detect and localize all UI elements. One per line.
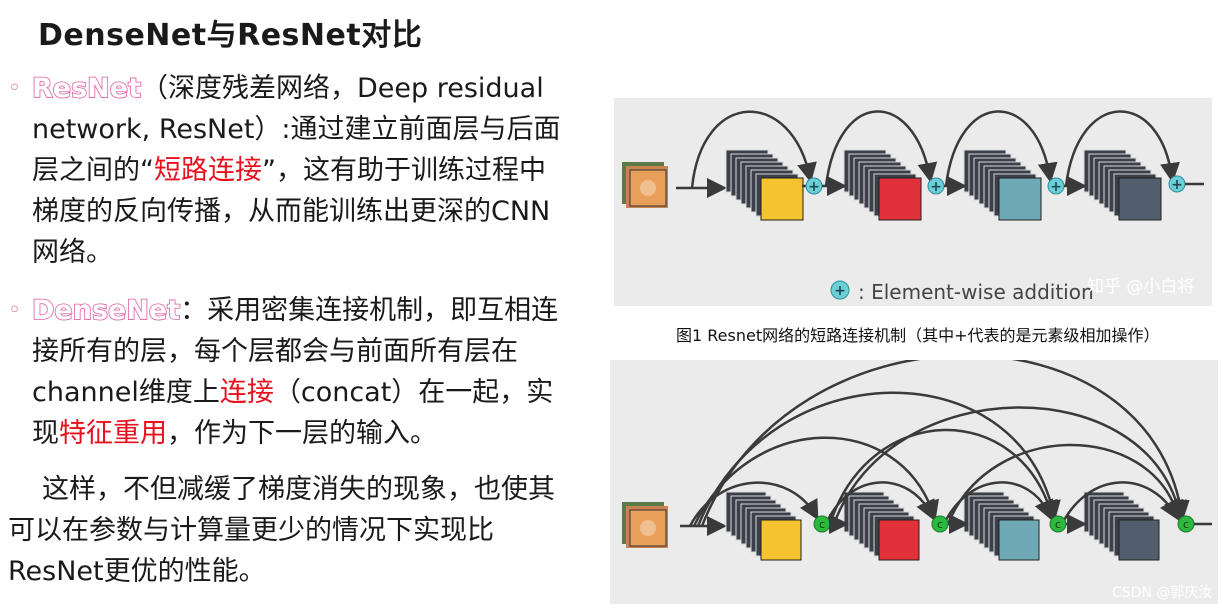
dense-arcs (688, 360, 1190, 527)
highlight-shortcut: 短路连接 (154, 155, 262, 186)
input-image-icon (622, 502, 668, 548)
dense-block-3 (963, 491, 1040, 561)
resnet-block-3 (963, 149, 1042, 221)
slide-title: DenseNet与ResNet对比 (38, 18, 423, 53)
densenet-text-c: ，作为下一层的输入。 (167, 418, 437, 449)
summary-paragraph: 这样，不但减缓了梯度消失的现象，也使其可以在参数与计算量更少的情况下实现比Res… (8, 474, 555, 587)
svg-text:+: + (930, 179, 942, 195)
legend-add-icon: + (830, 280, 850, 300)
dense-block-1 (725, 491, 802, 561)
feature-map-front (1118, 519, 1160, 561)
feature-map-front (878, 177, 922, 221)
densenet-text-b: （concat）在一起，实现 (32, 377, 554, 449)
bullet-marker: ◦ (8, 76, 21, 101)
add-nodes: + + + + (802, 175, 1204, 196)
resnet-diagram-panel: + + + + + (614, 98, 1212, 306)
densenet-diagram-panel: c c c c (610, 360, 1218, 604)
resnet-block-4 (1083, 149, 1162, 221)
figure1-caption: 图1 Resnet网络的短路连接机制（其中+代表的是元素级相加操作） (676, 326, 1160, 345)
bullet-resnet: ◦ ResNet（深度残差网络，Deep residual network, R… (8, 68, 568, 273)
dense-block-2 (843, 491, 920, 561)
svg-text:c: c (1055, 518, 1061, 531)
dense-block-4 (1083, 491, 1160, 561)
resnet-block-2 (843, 149, 922, 221)
highlight-feature-reuse: 特征重用 (59, 418, 167, 449)
svg-text:c: c (1183, 518, 1189, 531)
feature-map-front (878, 519, 920, 561)
resnet-text-b: ”，这有助于训练过程中梯度的反向传播，从而能训练出更深的CNN网络。 (32, 155, 551, 268)
svg-text:+: + (834, 283, 846, 299)
resnet-block-1 (725, 149, 804, 221)
resnet-diagram: + + + + + (622, 110, 1204, 300)
concat-nodes: c c c c (813, 514, 1212, 534)
densenet-diagram: c c c c (622, 360, 1212, 561)
svg-text:c: c (937, 518, 943, 531)
feature-map-front (998, 519, 1040, 561)
legend-label: : Element-wise addition (858, 280, 1094, 304)
term-densenet: DenseNet (31, 294, 181, 327)
input-image-icon (622, 162, 668, 208)
bullet-densenet: ◦ DenseNet：采用密集连接机制，即互相连接所有的层，每个层都会与前面所有… (8, 290, 568, 454)
svg-text:c: c (819, 518, 825, 531)
resnet-text-a: （深度残差网络，Deep residual network, ResNet）:通… (32, 73, 561, 186)
watermark-csdn: CSDN @郭庆汝 (1112, 585, 1213, 601)
densenet-text-a: ：采用密集连接机制，即互相连接所有的层，每个层都会与前面所有层在channel维… (32, 295, 559, 408)
svg-text:+: + (808, 179, 820, 195)
feature-map-front (760, 519, 802, 561)
feature-map-front (760, 177, 804, 221)
feature-map-front (998, 177, 1042, 221)
svg-text:+: + (1171, 177, 1183, 193)
feature-map-front (1118, 177, 1162, 221)
watermark-zhihu: 知乎 @小白将 (1087, 277, 1195, 297)
bullet-marker: ◦ (8, 298, 21, 323)
highlight-concat: 连接 (219, 377, 274, 408)
term-resnet: ResNet (31, 72, 142, 105)
svg-text:+: + (1050, 179, 1062, 195)
skip-arcs (690, 110, 1180, 189)
